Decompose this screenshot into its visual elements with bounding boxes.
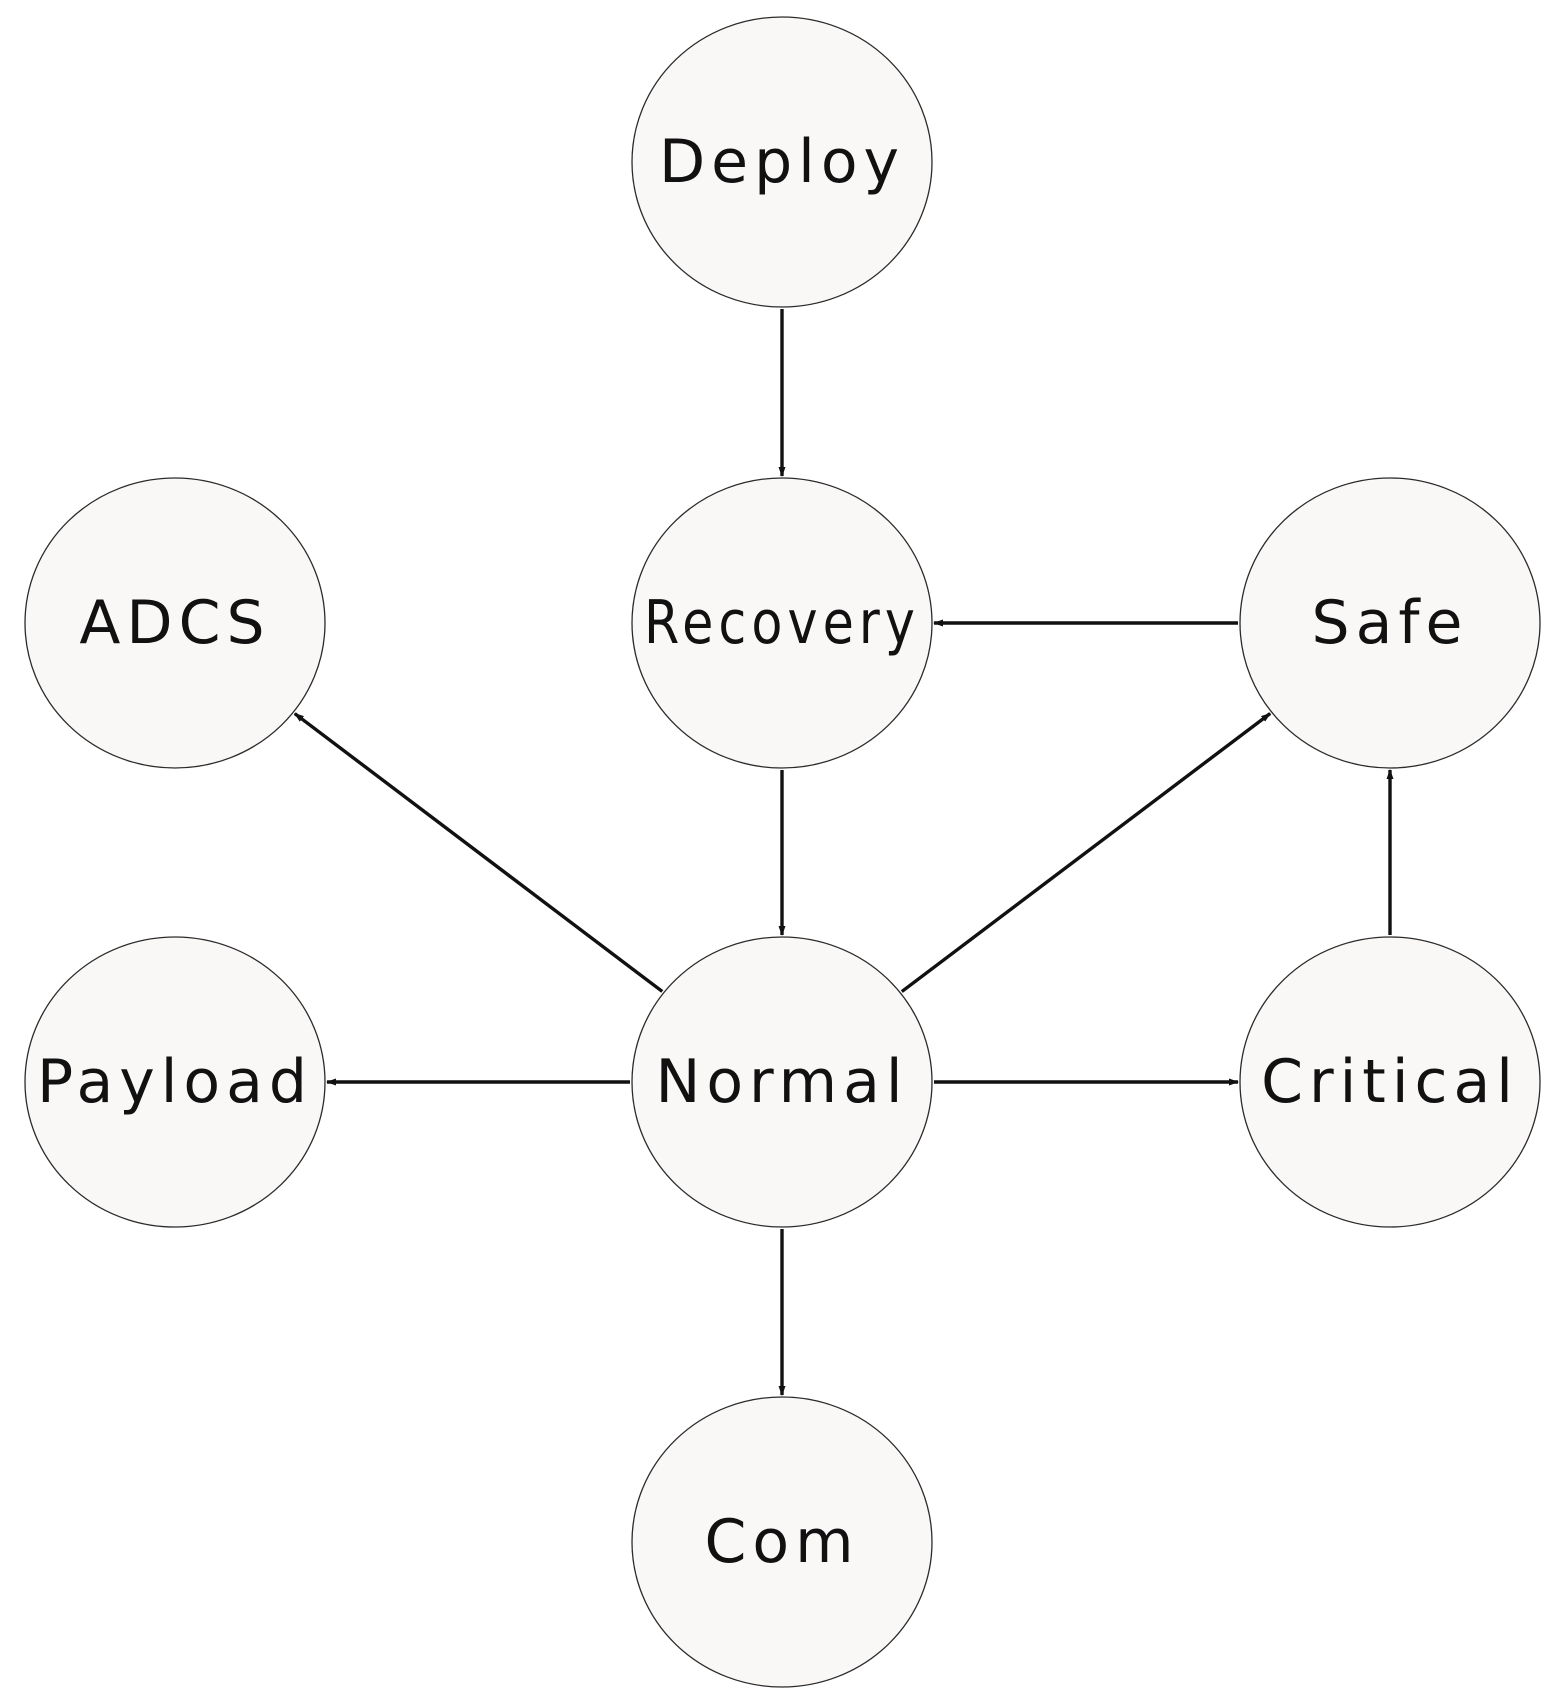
state-label-adcs: ADCS (79, 588, 270, 658)
state-node-safe: Safe (1239, 477, 1541, 769)
state-node-critical: Critical (1239, 936, 1541, 1228)
state-circle-deploy (631, 16, 933, 308)
state-circle-critical (1239, 936, 1541, 1228)
state-label-payload: Payload (37, 1047, 313, 1117)
state-circle-safe (1239, 477, 1541, 769)
state-label-recovery: Recovery (644, 588, 920, 658)
state-circle-normal (631, 936, 933, 1228)
state-circle-com (631, 1396, 933, 1688)
state-circle-recovery (631, 477, 933, 769)
state-label-deploy: Deploy (659, 127, 905, 197)
edge-normal-to-safe (900, 712, 1272, 993)
state-label-critical: Critical (1261, 1047, 1519, 1117)
state-circle-payload (24, 936, 326, 1228)
edges (293, 309, 1394, 1396)
state-node-normal: Normal (631, 936, 933, 1228)
state-label-normal: Normal (655, 1047, 908, 1117)
state-node-recovery: Recovery (631, 477, 933, 769)
state-circle-adcs (24, 477, 326, 769)
edge-normal-to-adcs (293, 712, 664, 993)
state-label-safe: Safe (1312, 588, 1469, 658)
state-label-com: Com (704, 1507, 859, 1577)
state-node-adcs: ADCS (24, 477, 326, 769)
state-node-payload: Payload (24, 936, 326, 1228)
state-node-deploy: Deploy (631, 16, 933, 308)
state-node-com: Com (631, 1396, 933, 1688)
